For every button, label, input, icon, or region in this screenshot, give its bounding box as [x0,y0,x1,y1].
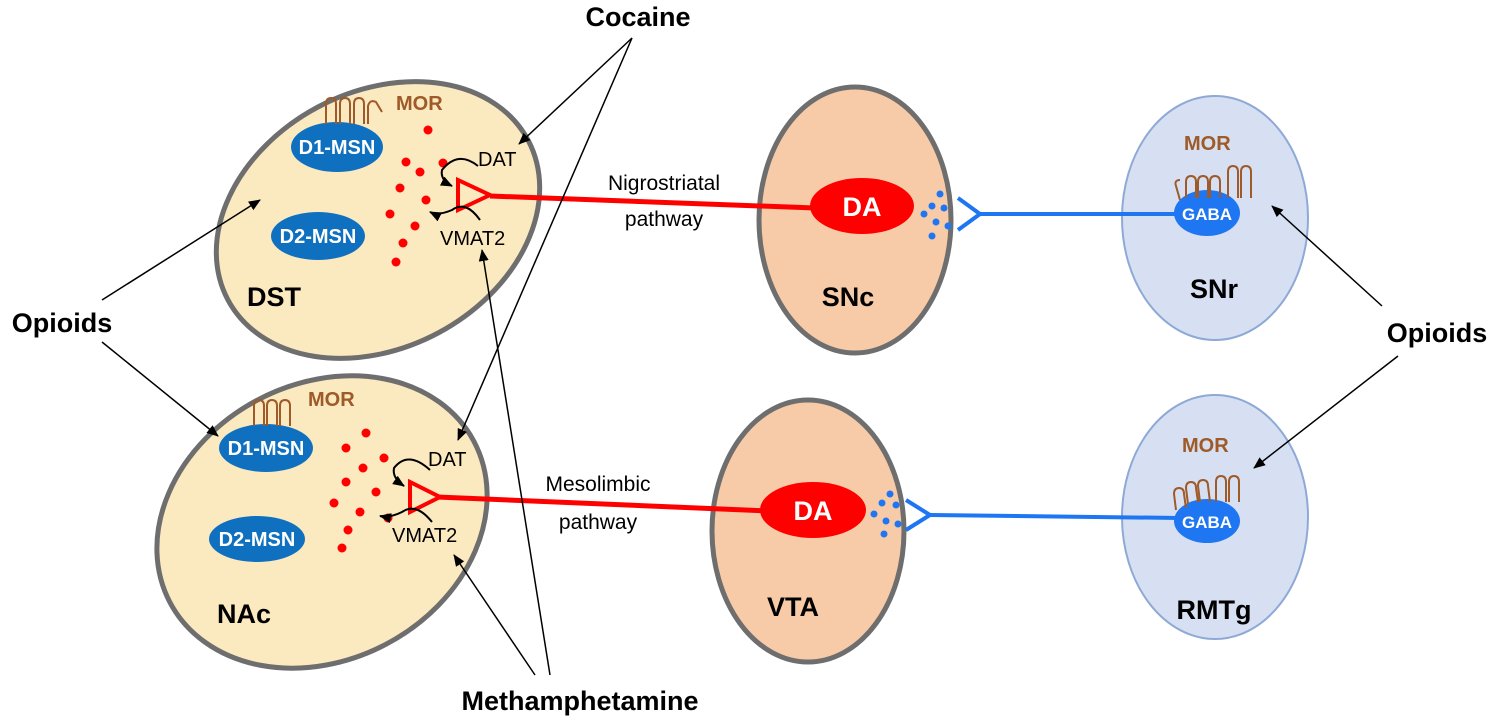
mor-snr-label: MOR [1184,133,1231,155]
vta-label: VTA [767,592,819,622]
gaba-dots-vta [870,490,902,538]
opioids-right-arrows [1253,205,1399,469]
cocaine-label: Cocaine [585,2,690,32]
d2-msn-top-cell [271,212,365,260]
d1-msn-bottom-label: D1-MSN [228,438,305,460]
opioids-left-arrows [101,199,261,437]
mesolimbic-label-line1: Mesolimbic [545,473,650,496]
mesolimbic-label-line2: pathway [559,511,638,534]
methamphetamine-label: Methamphetamine [461,686,698,716]
nac-label: NAc [217,599,271,629]
mor-rmtg-label: MOR [1182,435,1229,457]
gaba-dots-snc [920,190,952,240]
d2-msn-top-label: D2-MSN [280,226,357,248]
mor-receptor-snr-left-icon [1174,174,1221,201]
snc-label: SNc [822,282,875,312]
gaba-snr-label: GABA [1182,205,1232,224]
nigrostriatal-label-line2: pathway [625,208,704,231]
da-snc-label: DA [843,192,882,222]
dst-region [213,79,543,361]
dat-top-curved-arrow [439,158,479,187]
vmat2-bottom-label: VMAT2 [392,525,457,547]
nac-region [154,373,490,671]
d1-msn-top-label: D1-MSN [299,137,376,159]
gaba-terminal-snc [956,196,984,232]
mesolimbic-axon [436,494,769,514]
gaba-rmtg-label: GABA [1182,513,1232,532]
da-terminal-bottom [408,478,445,516]
dat-bottom-label: DAT [428,449,467,471]
mor-receptor-dst-icon [325,96,383,124]
vmat2-bottom-curved-arrow [379,507,433,524]
mor-receptor-rmtg-right-icon [1215,474,1240,502]
gaba-terminal-vta [904,498,934,532]
mor-dst-label: MOR [396,93,443,115]
mor-nac-label: MOR [308,389,355,411]
dst-label: DST [247,282,302,312]
mor-receptor-snr-right-icon [1227,164,1252,198]
d1-msn-bottom-cell [219,424,313,472]
opioids-left-label: Opioids [12,308,113,338]
nigrostriatal-label-line1: Nigrostriatal [608,172,720,195]
da-vta-cell [760,482,866,538]
vmat2-top-curved-arrow [429,205,481,222]
d2-msn-bottom-cell [209,516,305,562]
mor-receptor-rmtg-left-icon [1172,478,1211,511]
rmtg-label: RMTg [1177,595,1252,625]
d2-msn-bottom-label: D2-MSN [219,529,296,551]
da-snc-cell [810,178,914,234]
da-terminal-top [456,176,495,214]
d1-msn-top-cell [291,122,383,172]
da-vta-label: DA [794,496,833,526]
dat-top-label: DAT [478,149,517,171]
rmtg-gaba-axon [929,513,1181,520]
vmat2-top-label: VMAT2 [440,228,505,250]
methamphetamine-arrows [453,249,551,676]
nigrostriatal-axon [489,193,816,211]
dat-bottom-curved-arrow [392,458,431,487]
mor-receptor-nac-icon [253,398,291,426]
snr-label: SNr [1190,274,1239,304]
cocaine-arrows [457,37,633,441]
gaba-snr-cell [1174,190,1240,236]
opioids-right-label: Opioids [1387,318,1488,348]
gaba-rmtg-cell [1174,499,1240,543]
